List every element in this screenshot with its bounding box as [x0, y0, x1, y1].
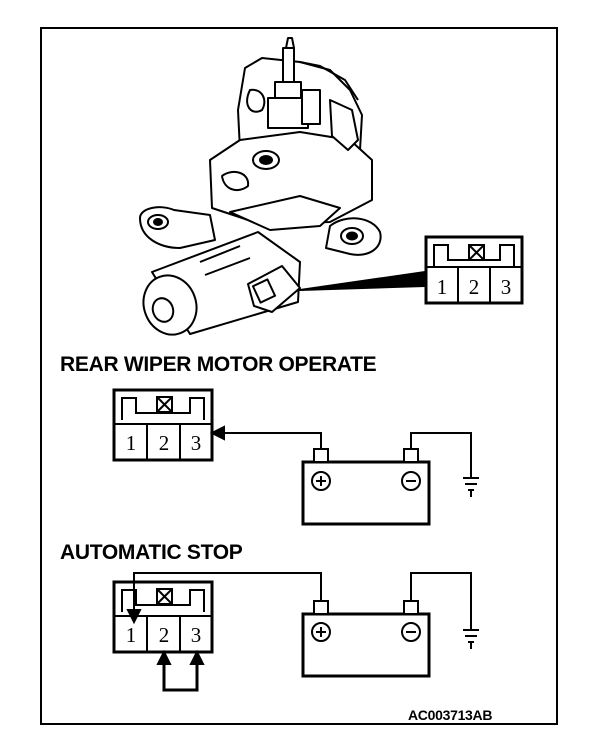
battery-operate [301, 448, 431, 526]
reference-code: AC003713AB [408, 707, 493, 723]
connector-operate-terminal-1: 1 [126, 431, 137, 455]
connector-stop-terminal-1: 1 [126, 623, 137, 647]
connector-top [424, 235, 524, 305]
wiring-operate [209, 425, 479, 497]
connector-top-terminal-1: 1 [437, 275, 448, 299]
connector-stop-terminal-2: 2 [159, 623, 170, 647]
connector-operate-terminal-2: 2 [159, 431, 170, 455]
connector-operate-terminal-3: 3 [191, 431, 202, 455]
connector-stop-terminal-3: 3 [191, 623, 202, 647]
section-title-stop: AUTOMATIC STOP [60, 541, 243, 564]
wiring-stop [126, 572, 479, 692]
battery-stop [301, 600, 431, 678]
wiper-motor-illustration [139, 37, 426, 336]
connector-top-terminal-2: 2 [469, 275, 480, 299]
section-title-operate: REAR WIPER MOTOR OPERATE [60, 353, 377, 376]
connector-top-terminal-3: 3 [501, 275, 512, 299]
connector-operate [112, 388, 214, 462]
